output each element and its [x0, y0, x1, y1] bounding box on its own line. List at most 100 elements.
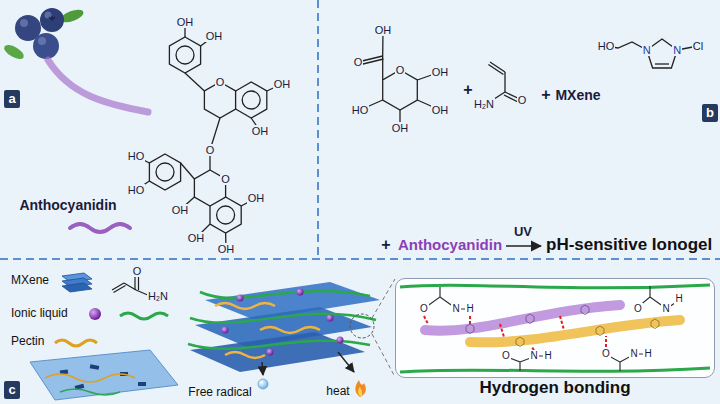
panel-badge: c [4, 381, 20, 399]
chem-or-note-label: OH [247, 192, 266, 205]
drawing-part [70, 224, 130, 232]
drawing-part [215, 303, 275, 309]
chem-or-note-label: HO [127, 150, 146, 163]
drawing-part [372, 279, 395, 377]
chem-or-note-label: O [601, 348, 611, 360]
drawing-part [488, 62, 505, 75]
panel-badge: b [702, 104, 718, 122]
drawing-part [200, 291, 370, 298]
chem-or-note-label: N [529, 350, 538, 362]
drawing-part [506, 245, 541, 247]
chem-or-note-label: O [419, 303, 429, 315]
chem-or-note-label: HO [351, 104, 370, 117]
chem-or-note-label: O [633, 303, 643, 315]
drawing-part [317, 0, 319, 259]
drawing-part [60, 389, 120, 395]
anthocyanidin-structure [136, 22, 282, 249]
panel-letter: b [706, 105, 714, 120]
chem-or-note-label: OH [187, 232, 206, 245]
drawing-part [89, 308, 101, 320]
drawing-part [2, 42, 26, 62]
chem-or-note-label: N [672, 44, 682, 57]
drawing-part [426, 286, 678, 371]
chem-or-note-label: N [661, 303, 670, 315]
panel-badge: a [4, 90, 20, 108]
chem-or-note-label: H₂N [147, 290, 169, 303]
chem-or-note-label: OH [171, 204, 190, 217]
drawing-part [225, 352, 265, 358]
drawing-part [190, 332, 365, 372]
drawing-part [358, 387, 362, 396]
drawing-part [350, 314, 374, 338]
drawing-part [217, 206, 235, 224]
drawing-part [516, 337, 524, 347]
chem-or-note-label: H [543, 350, 552, 362]
drawing-part [655, 63, 669, 64]
chem-or-note-label: HO [127, 184, 146, 197]
drawing-part [605, 336, 607, 347]
inset-box: Hydrogen bonding [395, 278, 715, 378]
chem-or-note-label: OH [176, 16, 195, 29]
drawing-part [49, 16, 55, 20]
uv-arrow [506, 246, 541, 247]
ionic-liquid [606, 39, 698, 68]
drawing-part [236, 82, 267, 118]
drawing-part [526, 314, 534, 324]
chem-or-note-label: OH [251, 125, 270, 138]
network-illustration [188, 279, 395, 397]
drawing-part [112, 283, 126, 293]
chem-or-note-label: OH [217, 243, 236, 256]
chem-or-note-label: O [395, 64, 406, 77]
chem-or-note-label: O [215, 76, 226, 89]
drawing-part [382, 30, 384, 80]
chem-or-note-label: H [674, 293, 683, 305]
drawing-part [190, 314, 376, 323]
panel-letter: a [8, 91, 15, 106]
drawing-part [651, 319, 659, 329]
drawing-part [90, 364, 100, 370]
drawing-part [400, 285, 710, 288]
chem-or-note-label: H [643, 348, 652, 360]
chem-or-note-label: MXene [554, 87, 601, 103]
drawing-part [560, 316, 564, 330]
drawing-part [222, 327, 229, 334]
inset-heading: Hydrogen bonding [396, 379, 714, 398]
drawing-part [400, 368, 710, 372]
drawing-part [185, 73, 204, 91]
drawing-part [124, 283, 136, 290]
drawing-part [210, 197, 241, 233]
drawing-part [262, 362, 263, 375]
chem-or-note-label: O [517, 94, 528, 107]
chem-or-note-label: Cl [692, 40, 704, 53]
drawing-part [360, 56, 383, 65]
ionogel-sheet [30, 350, 178, 400]
drawing-part [466, 305, 589, 334]
drawing-part [504, 72, 505, 92]
drawing-part [267, 349, 274, 356]
drawing-part [30, 350, 178, 400]
chem-or-note-label: O [501, 350, 511, 362]
drawing-part [48, 60, 148, 112]
drawing-part [426, 287, 468, 309]
chem-or-note-label: HO [597, 40, 616, 53]
drawing-part [355, 380, 366, 397]
chem-or-note-label: Free radical [187, 386, 252, 400]
chem-or-note-label: H [465, 303, 474, 315]
chem-or-note-label: pH-sensitive Ionogel [545, 235, 713, 255]
chem-or-note-label: N [642, 44, 652, 57]
drawing-part [156, 163, 174, 181]
drawing-part [138, 382, 146, 386]
drawing-part [62, 283, 92, 292]
drawing-part [607, 354, 648, 371]
chem-or-note-label: UV [513, 225, 533, 240]
drawing-part [33, 33, 59, 59]
chem-or-note-label: OH [431, 66, 450, 79]
panel-letter: c [8, 382, 15, 397]
chem-or-note-label: N [451, 303, 460, 315]
chem-or-note-label: Anthocyanidin [18, 197, 117, 213]
drawing-part [176, 46, 194, 64]
drawing-part [149, 154, 180, 190]
drawing-part [581, 305, 589, 315]
chem-or-note-label: N [629, 348, 638, 360]
